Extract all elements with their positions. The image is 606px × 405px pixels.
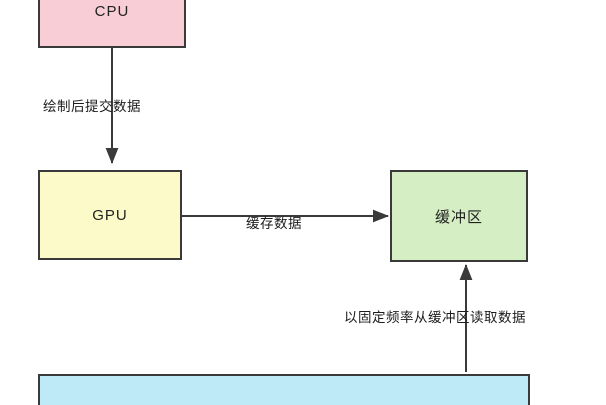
node-buffer-label: 缓冲区 — [434, 208, 483, 226]
node-gpu[interactable]: GPU — [38, 170, 182, 260]
edge-label-display-to-buffer: 以固定频率从缓冲区读取数据 — [344, 310, 526, 325]
node-cpu[interactable]: CPU — [38, 0, 186, 48]
node-cpu-label: CPU — [94, 2, 130, 20]
edge-label-cpu-to-gpu: 绘制后提交数据 — [43, 99, 141, 114]
node-display[interactable] — [38, 374, 530, 405]
edge-label-gpu-to-buffer: 缓存数据 — [246, 216, 302, 231]
node-gpu-label: GPU — [92, 206, 128, 224]
node-buffer[interactable]: 缓冲区 — [390, 170, 528, 262]
